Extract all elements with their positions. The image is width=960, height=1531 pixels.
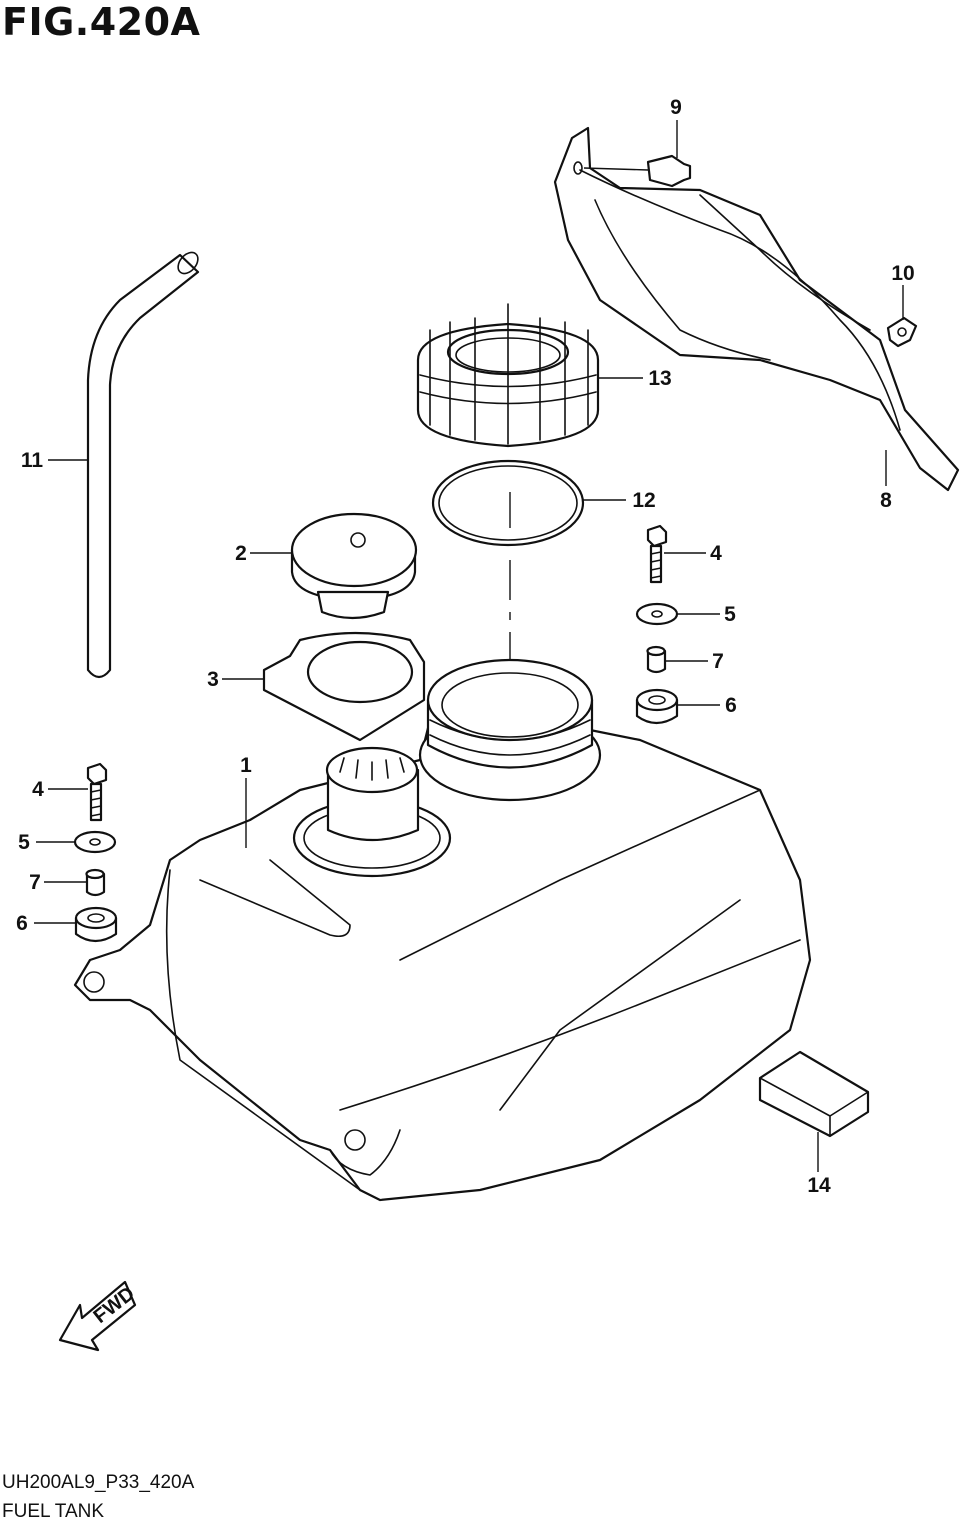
callout-11: 11 <box>21 449 44 472</box>
fuel-cap <box>290 512 418 620</box>
nut-clip <box>886 316 918 348</box>
callout-6-left: 6 <box>16 912 28 935</box>
callout-14: 14 <box>807 1174 831 1197</box>
callouts: 1 2 3 4 4 5 5 6 6 7 7 8 9 10 11 12 13 14 <box>16 96 915 1197</box>
callout-8: 8 <box>880 489 892 512</box>
washer-left <box>73 830 117 854</box>
cushion <box>758 1050 870 1138</box>
callout-7-right: 7 <box>712 650 724 673</box>
callout-7-left: 7 <box>29 871 41 894</box>
callout-2: 2 <box>235 542 247 565</box>
fuel-tank <box>73 658 812 1202</box>
fwd-arrow: FWD <box>58 1280 139 1352</box>
callout-5-right: 5 <box>724 603 736 626</box>
leader-lines <box>34 120 904 1172</box>
breather-hose <box>86 251 200 679</box>
callout-4-left: 4 <box>32 778 44 801</box>
figure-title: FIG.420A <box>2 0 201 44</box>
collar-left <box>85 868 106 897</box>
retaining-ring <box>416 303 600 448</box>
callout-10: 10 <box>891 262 914 285</box>
bolt-left <box>86 762 108 822</box>
cap-bracket <box>262 631 426 742</box>
callout-13: 13 <box>648 367 671 390</box>
figure-name: FUEL TANK <box>2 1501 105 1522</box>
grommet-right <box>635 688 679 725</box>
o-ring <box>431 459 585 547</box>
washer-right <box>635 602 679 626</box>
callout-5-left: 5 <box>18 831 30 854</box>
figure-code: UH200AL9_P33_420A <box>2 1472 195 1493</box>
callout-4-right: 4 <box>710 542 722 565</box>
grommet-left <box>74 906 118 943</box>
callout-3: 3 <box>207 668 219 691</box>
callout-9: 9 <box>670 96 682 119</box>
heat-shield <box>553 126 960 492</box>
callout-1: 1 <box>240 754 252 777</box>
callout-12: 12 <box>632 489 655 512</box>
clip <box>573 154 692 188</box>
collar-right <box>646 645 667 674</box>
bolt-right <box>646 524 668 584</box>
callout-6-right: 6 <box>725 694 737 717</box>
